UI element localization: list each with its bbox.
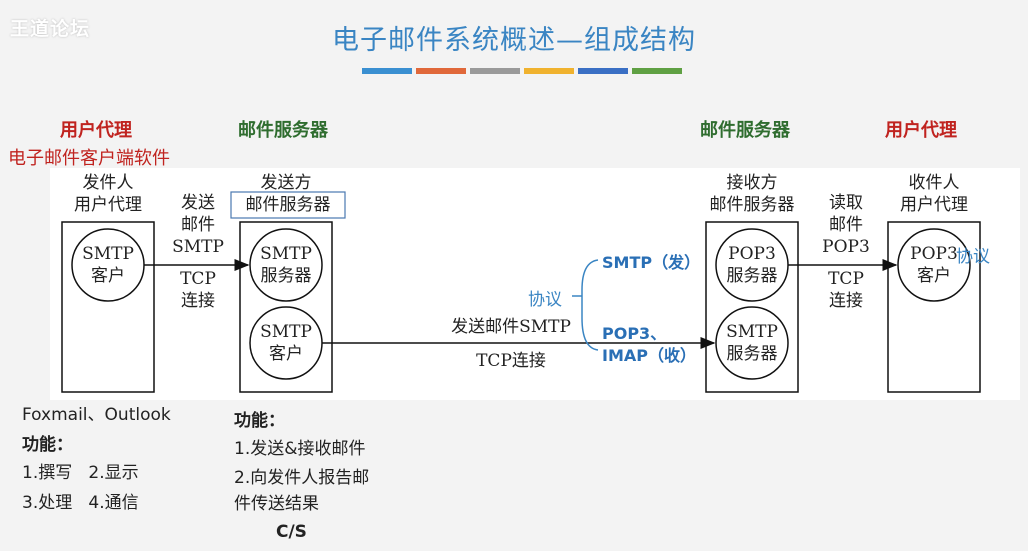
accent-bar-5 — [632, 68, 682, 74]
pop3-label: POP3、 — [602, 324, 667, 343]
link2-top-label: 发送邮件SMTP — [451, 317, 571, 337]
watermark: 王道论坛 — [10, 18, 91, 40]
server-func-line2: 2.向发件人报告邮 — [234, 468, 370, 488]
receiver-agent-circle — [897, 228, 971, 302]
sender-agent-label: 发件人用户代理 — [74, 173, 142, 215]
sender-server-circle-top — [249, 228, 323, 302]
accent-bar-4 — [578, 68, 628, 74]
accent-bar-0 — [362, 68, 412, 74]
protocol-right-label: 协议 — [956, 247, 990, 267]
client-examples: Foxmail、Outlook — [22, 405, 171, 425]
sender-server-box — [239, 221, 333, 393]
receiver-server-label: 接收方邮件服务器 — [709, 173, 795, 215]
header-left-user-agent: 用户代理 — [60, 120, 132, 141]
sender-server-label: 发送方 — [260, 173, 312, 193]
receiver-agent-box — [887, 221, 981, 393]
accent-bar-3 — [524, 68, 574, 74]
header-right-mail-server: 邮件服务器 — [700, 120, 790, 141]
accent-bar-2 — [470, 68, 520, 74]
header-left-mail-server: 邮件服务器 — [238, 120, 328, 141]
client-func-title: 功能： — [22, 435, 73, 455]
protocol-bracket — [581, 259, 599, 351]
sender-agent-box — [61, 221, 155, 393]
page-title: 电子邮件系统概述—组成结构 — [332, 25, 696, 56]
cs-label: C/S — [276, 522, 307, 542]
server-func-line1: 1.发送&接收邮件 — [234, 439, 366, 459]
header-right-user-agent: 用户代理 — [885, 120, 957, 141]
accent-bar-1 — [416, 68, 466, 74]
receiver-server-circle-bottom — [715, 306, 789, 380]
sender-server-label-box — [230, 191, 346, 219]
header-left-subtitle: 电子邮件客户端软件 — [8, 148, 170, 169]
diagram-panel — [50, 168, 1020, 400]
receiver-server-box — [705, 221, 799, 393]
server-func-line3: 件传送结果 — [234, 494, 319, 514]
protocol-label: 协议 — [528, 290, 562, 310]
server-func-title: 功能： — [234, 411, 285, 431]
receiver-agent-label: 收件人用户代理 — [900, 173, 968, 215]
accent-bars — [362, 68, 682, 74]
imap-recv-label: IMAP（收） — [602, 346, 696, 365]
client-func-line1: 1.撰写 2.显示 — [22, 463, 139, 483]
link2-bottom-label: TCP连接 — [476, 351, 546, 371]
sender-server-boxed-label: 邮件服务器 — [245, 195, 331, 215]
smtp-send-label: SMTP（发） — [602, 253, 701, 272]
client-func-line2: 3.处理 4.通信 — [22, 493, 139, 513]
